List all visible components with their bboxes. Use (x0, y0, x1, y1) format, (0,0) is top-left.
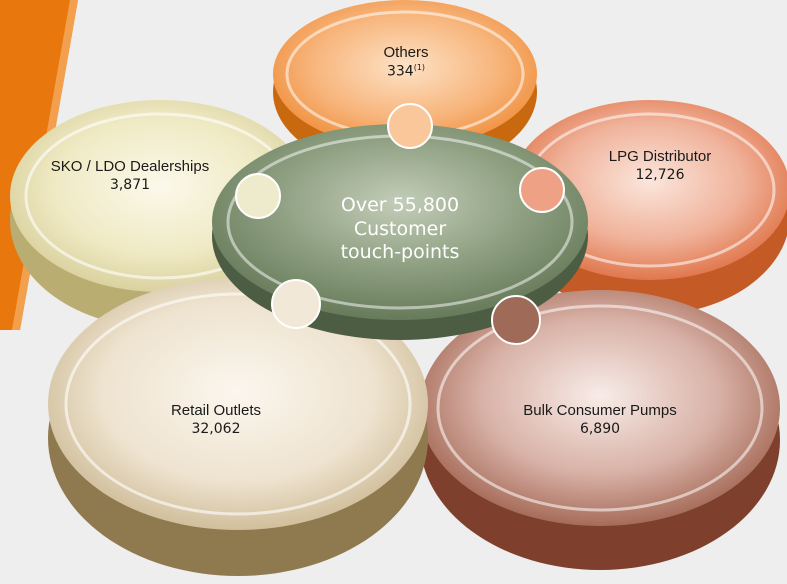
node-bulk: Bulk Consumer Pumps 6,890 (523, 402, 676, 438)
node-bulk-shape (420, 290, 780, 570)
center-hub-shape (212, 103, 588, 345)
node-bulk-label: Bulk Consumer Pumps (523, 402, 677, 419)
node-others-value: 334 (386, 63, 414, 80)
node-retail: Retail Outlets 32,062 (171, 402, 261, 438)
node-retail-label: Retail Outlets (170, 402, 262, 419)
node-others: Others 334(1) (383, 44, 428, 81)
center-line-3: touch-points (340, 241, 460, 264)
node-sko-value: 3,871 (109, 176, 151, 193)
node-others-label: Others (383, 44, 429, 61)
node-sko: SKO / LDO Dealerships 3,871 (51, 158, 209, 194)
center-line-2: Customer (353, 217, 447, 240)
node-others-note: (1) (413, 62, 426, 72)
node-bulk-value: 6,890 (579, 420, 621, 437)
center-line-1: Over 55,800 (340, 194, 460, 216)
node-lpg: LPG Distributor 12,726 (609, 148, 712, 184)
node-sko-label: SKO / LDO Dealerships (50, 158, 210, 175)
node-retail-shape (48, 278, 428, 576)
node-lpg-value: 12,726 (635, 166, 685, 183)
node-retail-value: 32,062 (191, 420, 241, 437)
center-hub: Over 55,800 Customer touch-points (341, 194, 460, 265)
node-lpg-label: LPG Distributor (608, 148, 712, 165)
